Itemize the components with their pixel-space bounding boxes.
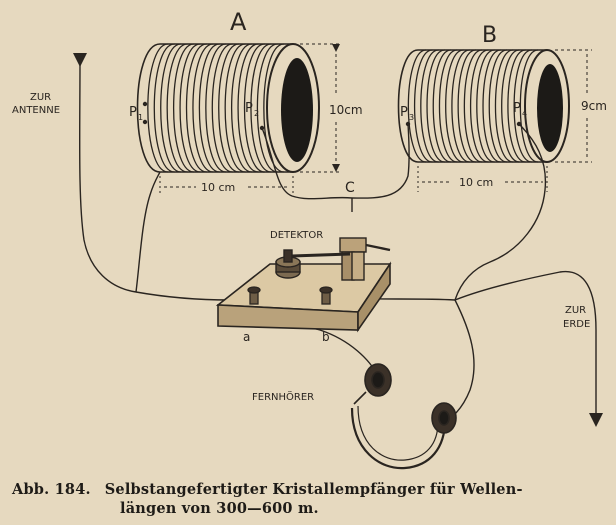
headphones [350,363,457,470]
coil-winding [507,49,526,163]
tap-label-p3: P 3 [400,105,414,122]
caption-line-1: Abb. 184. Selbstangefertigter Kristallemp… [12,480,523,499]
tap-label-p2: P 2 [245,101,259,118]
tap-label-p4-letter: P [513,101,521,116]
coil-b [397,49,570,163]
antenna-label-line1: ZUR [30,92,51,103]
coil-winding [451,49,470,163]
dimension-lines [159,43,592,196]
coil-winding [153,43,175,173]
coil-winding [160,43,182,173]
tap-label-p3-letter: P [400,105,408,120]
tap-label-p1: P 1 [129,105,143,122]
coil-winding [256,43,278,173]
coil-winding [179,43,201,173]
coil-winding [482,49,501,163]
tap-label-p4-index: 4 [522,109,527,118]
coil-winding [519,49,539,163]
coil-a-length-label: 10 cm [201,181,235,194]
coil-winding [198,43,220,173]
terminal-a [247,286,261,305]
detector-crystal [275,249,301,279]
tap-label-p2-letter: P [245,101,253,116]
coil-winding [263,43,285,173]
coil-winding [211,43,233,173]
headphones-label: FERNHÖRER [252,390,314,403]
tap-label-p1-letter: P [129,105,137,120]
coil-winding [237,43,259,173]
coil-a-height-label: 10cm [329,103,363,117]
coil-winding [147,43,169,173]
junction-c-label: C [345,180,355,196]
detector-label: DETEKTOR [270,230,323,241]
coil-winding [438,49,458,163]
coil-winding [218,43,240,173]
coil-winding [445,49,464,163]
tap-label-p4: P 4 [513,101,527,118]
caption-text-1: Selbstangefertigter Kristallempfänger fü… [104,481,523,498]
coil-winding [243,43,265,173]
terminal-a-label: a [243,330,250,344]
coil-winding [420,49,439,163]
coil-b-height-label: 9cm [581,99,607,113]
antenna-wire [73,52,137,293]
coil-winding [172,43,194,173]
coil-winding [513,49,532,163]
coil-winding [224,43,246,173]
coil-winding [185,43,207,173]
terminal-b [319,286,333,305]
coil-winding [457,49,476,163]
coil-winding [494,49,514,163]
caption-figure-number: Abb. 184. [12,481,91,498]
coil-winding [407,49,427,163]
coil-winding [470,49,489,163]
tap-label-p3-index: 3 [409,113,414,122]
coil-winding [426,49,445,163]
coil-a [136,43,320,173]
terminal-b-label: b [322,330,330,344]
detector-arm [291,237,391,281]
coil-winding [501,49,520,163]
coil-winding [250,43,272,173]
tap-label-p2-index: 2 [254,109,259,118]
tap-label-p1-index: 1 [138,113,143,122]
coil-winding [166,43,188,173]
caption-line-2: längen von 300—600 m. [120,500,319,517]
earth-label-line1: ZUR [565,305,586,316]
coil-b-length-label: 10 cm [459,176,493,189]
antenna-label-line2: ANTENNE [12,105,60,116]
coil-winding [463,49,483,163]
coil-b-taps [405,121,522,127]
coil-winding [230,43,252,173]
coil-winding [414,49,433,163]
earth-label-line2: ERDE [563,319,590,330]
coil-a-label: A [230,8,247,36]
coil-b-label: B [482,23,497,48]
coil-winding [432,49,452,163]
coil-winding [488,49,508,163]
coil-winding [205,43,227,173]
coil-winding [476,49,495,163]
coil-winding [192,43,214,173]
